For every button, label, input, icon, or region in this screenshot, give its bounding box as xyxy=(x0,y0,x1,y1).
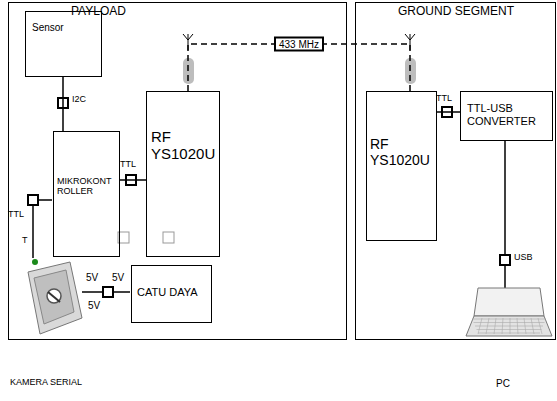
laptop-illustration xyxy=(466,288,552,336)
node-text: GROUND SEGMENT xyxy=(360,5,552,19)
wire xyxy=(437,111,460,113)
node-text: PAYLOAD xyxy=(71,5,343,19)
node-text: MIKROKONTROLLER xyxy=(57,176,116,197)
signal-label: USB xyxy=(514,253,533,263)
voltage-label: 5V xyxy=(88,300,100,311)
signal-label: TTL xyxy=(120,160,136,170)
camera-illustration xyxy=(28,262,82,334)
status-led xyxy=(32,259,38,265)
voltage-label: 5V xyxy=(112,272,124,283)
device-label: PC xyxy=(496,378,510,389)
node-text: Sensor xyxy=(32,22,98,34)
signal-label: TTL xyxy=(436,94,452,104)
signal-label: I2C xyxy=(72,95,86,105)
signal-label: T xyxy=(22,236,28,246)
converter-box: TTL-USB CONVERTER xyxy=(460,91,553,141)
payload-box: PAYLOAD SensorMIKROKONTROLLER RF YS1020U CA… xyxy=(8,2,347,340)
node-text: RF YS1020U xyxy=(370,136,433,168)
power-supply-box: CATU DAYA xyxy=(131,265,212,323)
rf-module-box: RF YS1020U xyxy=(146,91,220,257)
device-label: KAMERA SERIAL xyxy=(10,378,82,388)
connector-square xyxy=(28,98,510,297)
signal-label: TTL xyxy=(8,210,24,220)
frequency-label: 433 MHz xyxy=(274,37,324,52)
node-text: RF YS1020U xyxy=(151,128,216,163)
node-text: TTL-USB CONVERTER xyxy=(467,102,549,127)
voltage-label: 5V xyxy=(86,272,98,283)
wire xyxy=(33,140,505,292)
ground-segment-box: GROUND SEGMENT RF YS1020U TTL-USB CONVERTE… xyxy=(355,2,556,340)
sensor-box: Sensor xyxy=(25,11,102,77)
wire xyxy=(120,179,146,181)
microcontroller-box: MIKROKONTROLLER xyxy=(53,131,120,257)
node-text: CATU DAYA xyxy=(137,286,208,299)
wire xyxy=(62,77,64,131)
rf-module-box: RF YS1020U xyxy=(366,91,437,241)
